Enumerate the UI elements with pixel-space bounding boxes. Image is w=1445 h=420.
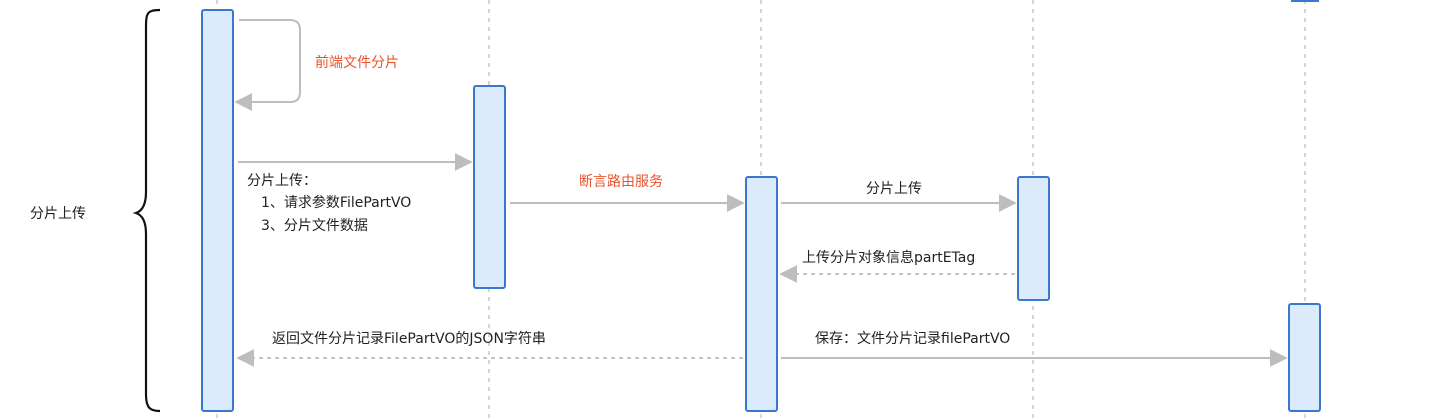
self-message-arrow — [234, 19, 301, 111]
activation-gateway — [473, 85, 506, 289]
upload-request-param1: 1、请求参数FilePartVO — [261, 194, 411, 211]
activation-frontend — [201, 9, 234, 412]
forward-upload-label: 分片上传 — [866, 181, 922, 197]
json-return-label: 返回文件分片记录FilePartVO的JSON字符串 — [272, 331, 546, 347]
save-label: 保存：文件分片记录filePartVO — [815, 331, 1010, 347]
upload-request-label: 分片上传： — [247, 173, 317, 189]
activation-service — [745, 176, 778, 412]
self-message-label: 前端文件分片 — [315, 54, 399, 71]
group-brace — [132, 8, 161, 413]
etag-return-label: 上传分片对象信息partETag — [802, 249, 975, 266]
route-label: 断言路由服务 — [579, 174, 663, 190]
activation-database — [1288, 303, 1321, 412]
activation-storage — [1017, 176, 1050, 301]
group-label: 分片上传 — [30, 206, 86, 222]
upload-request-param3: 3、分片文件数据 — [261, 218, 368, 234]
